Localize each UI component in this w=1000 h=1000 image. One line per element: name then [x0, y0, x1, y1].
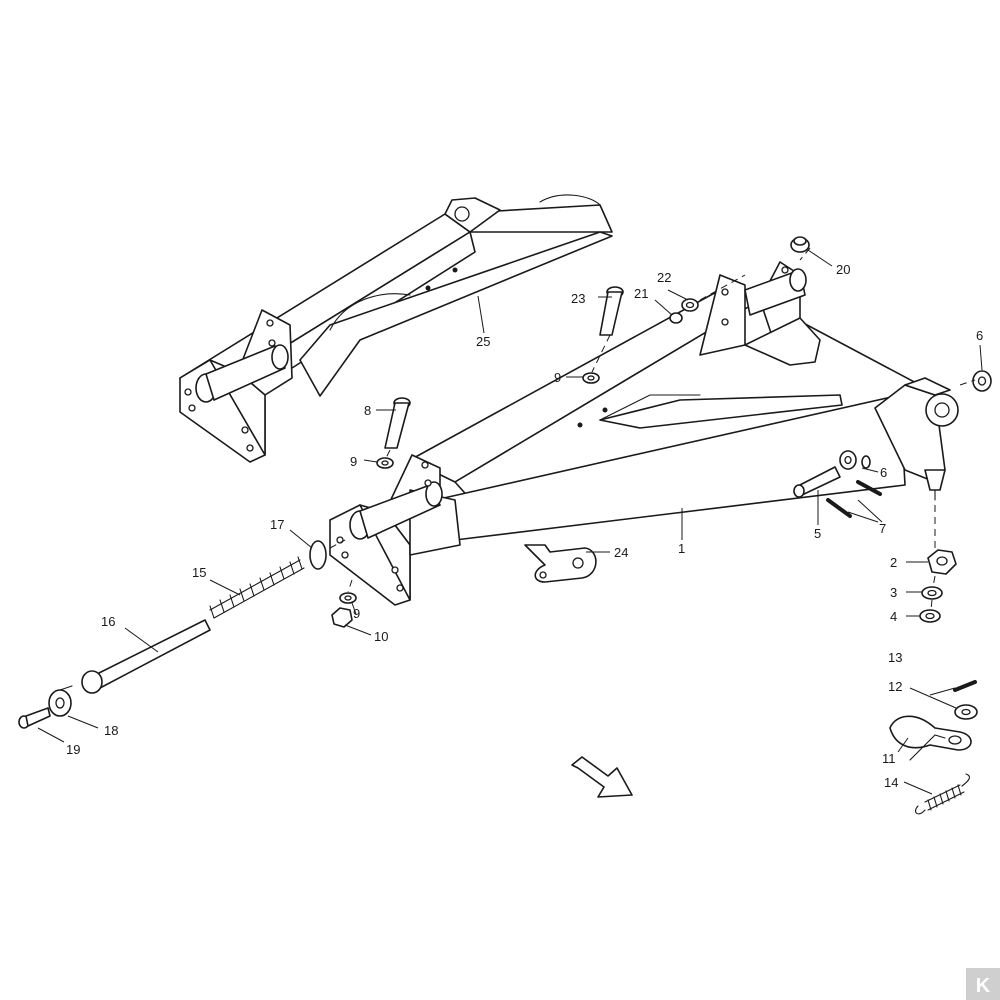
part-7-pin-a: [856, 480, 882, 496]
part-15-spring: [209, 556, 305, 619]
part-8-bolt: [384, 397, 411, 449]
callout-9c: 9: [353, 606, 360, 621]
callout-16: 16: [101, 614, 115, 629]
callout-11: 11: [882, 751, 896, 766]
part-19-bolt: [18, 707, 51, 729]
part-18-bushing: [48, 685, 73, 717]
callout-23: 23: [571, 291, 585, 306]
callout-7: 7: [879, 521, 886, 536]
callout-labels: 1 2 3 4 5 6 6 7 8 9 9 9 10 11 12 13 14 1…: [66, 262, 983, 790]
callout-9b: 9: [350, 454, 357, 469]
brand-logo: K: [966, 968, 1000, 1000]
callout-13: 13: [888, 650, 902, 665]
assembly-lines: [329, 247, 976, 611]
callout-17: 17: [270, 517, 284, 532]
part-14-spring: [915, 773, 971, 815]
callout-22: 22: [657, 270, 671, 285]
callout-10: 10: [374, 629, 388, 644]
part-7-pin-b: [826, 498, 852, 518]
direction-arrow: [571, 756, 633, 798]
part-13-pin: [953, 680, 977, 692]
part-25-frame-beam: [179, 194, 613, 463]
callout-20: 20: [836, 262, 850, 277]
part-16-rod: [81, 619, 211, 694]
callout-21: 21: [634, 286, 648, 301]
part-5-pin: [793, 466, 841, 498]
part-23-bolt: [599, 286, 624, 336]
callout-15: 15: [192, 565, 206, 580]
callout-8: 8: [364, 403, 371, 418]
part-11-hook: [889, 715, 972, 761]
brand-logo-letter: K: [976, 975, 991, 997]
callout-18: 18: [104, 723, 118, 738]
callout-24: 24: [614, 545, 628, 560]
callout-6b: 6: [880, 465, 887, 480]
callout-12: 12: [888, 679, 902, 694]
leader-lines: [37, 249, 983, 795]
callout-3: 3: [890, 585, 897, 600]
callout-5: 5: [814, 526, 821, 541]
callout-6a: 6: [976, 328, 983, 343]
callout-9a: 9: [554, 370, 561, 385]
part-10-nut: [331, 607, 353, 628]
callout-14: 14: [884, 775, 898, 790]
callout-1: 1: [678, 541, 685, 556]
callout-25: 25: [476, 334, 490, 349]
part-20-plug: [790, 236, 810, 253]
callout-4: 4: [890, 609, 897, 624]
part-21-ring: [669, 312, 683, 324]
part-24-plate: [524, 544, 597, 583]
callout-19: 19: [66, 742, 80, 757]
part-2-nut: [927, 549, 957, 575]
part-17-lock-washer: [309, 540, 327, 570]
callout-2: 2: [890, 555, 897, 570]
part-1-main-frame: [329, 261, 959, 606]
